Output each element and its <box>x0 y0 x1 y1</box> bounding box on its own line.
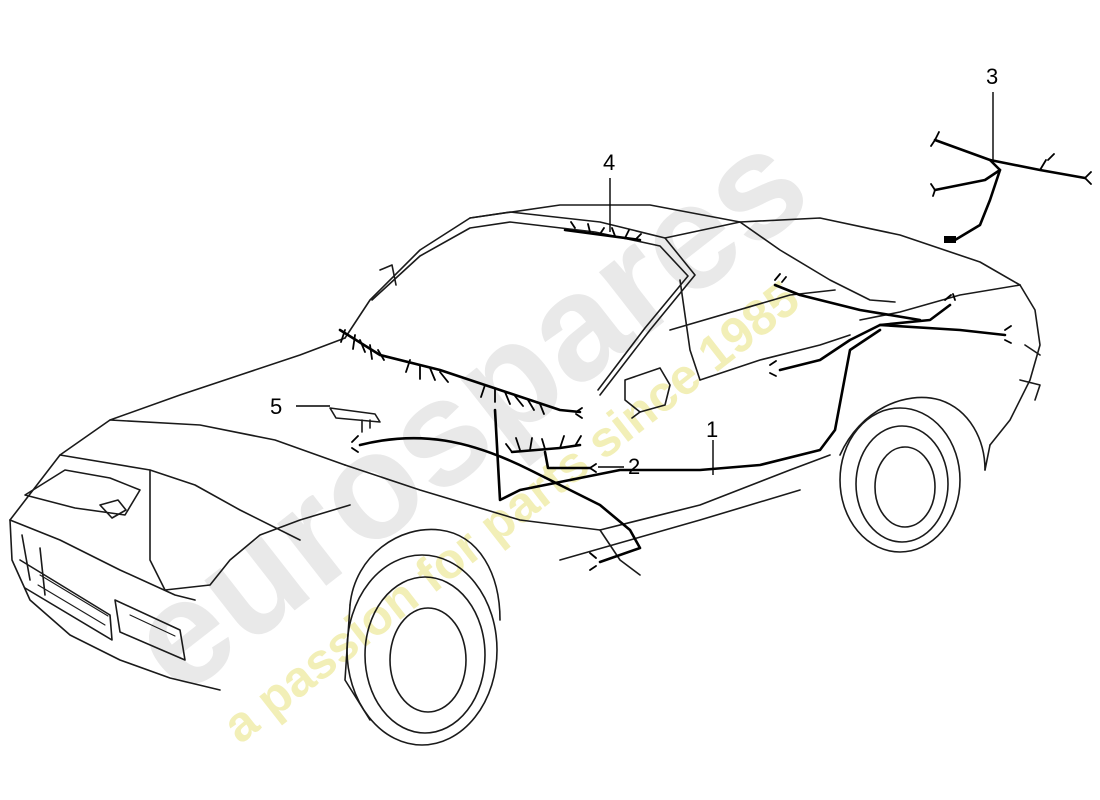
watermark-brand: eurospares <box>96 95 837 725</box>
harness-3 <box>930 131 1092 243</box>
callout-2: 2 <box>628 454 640 479</box>
callout-4: 4 <box>603 150 615 175</box>
part-5-bracket <box>329 407 381 433</box>
harness-4 <box>563 221 642 242</box>
harness-main <box>351 273 1012 571</box>
callout-5: 5 <box>270 394 282 419</box>
callout-1: 1 <box>706 417 718 442</box>
car-body <box>9 204 1041 746</box>
callouts: 1 2 3 4 5 <box>270 64 998 479</box>
wiring-harnesses <box>329 131 1092 571</box>
watermark: eurospares a passion for parts since 198… <box>96 95 837 754</box>
harness-2 <box>505 435 597 473</box>
callout-3: 3 <box>986 64 998 89</box>
harness-dashboard <box>338 328 583 419</box>
